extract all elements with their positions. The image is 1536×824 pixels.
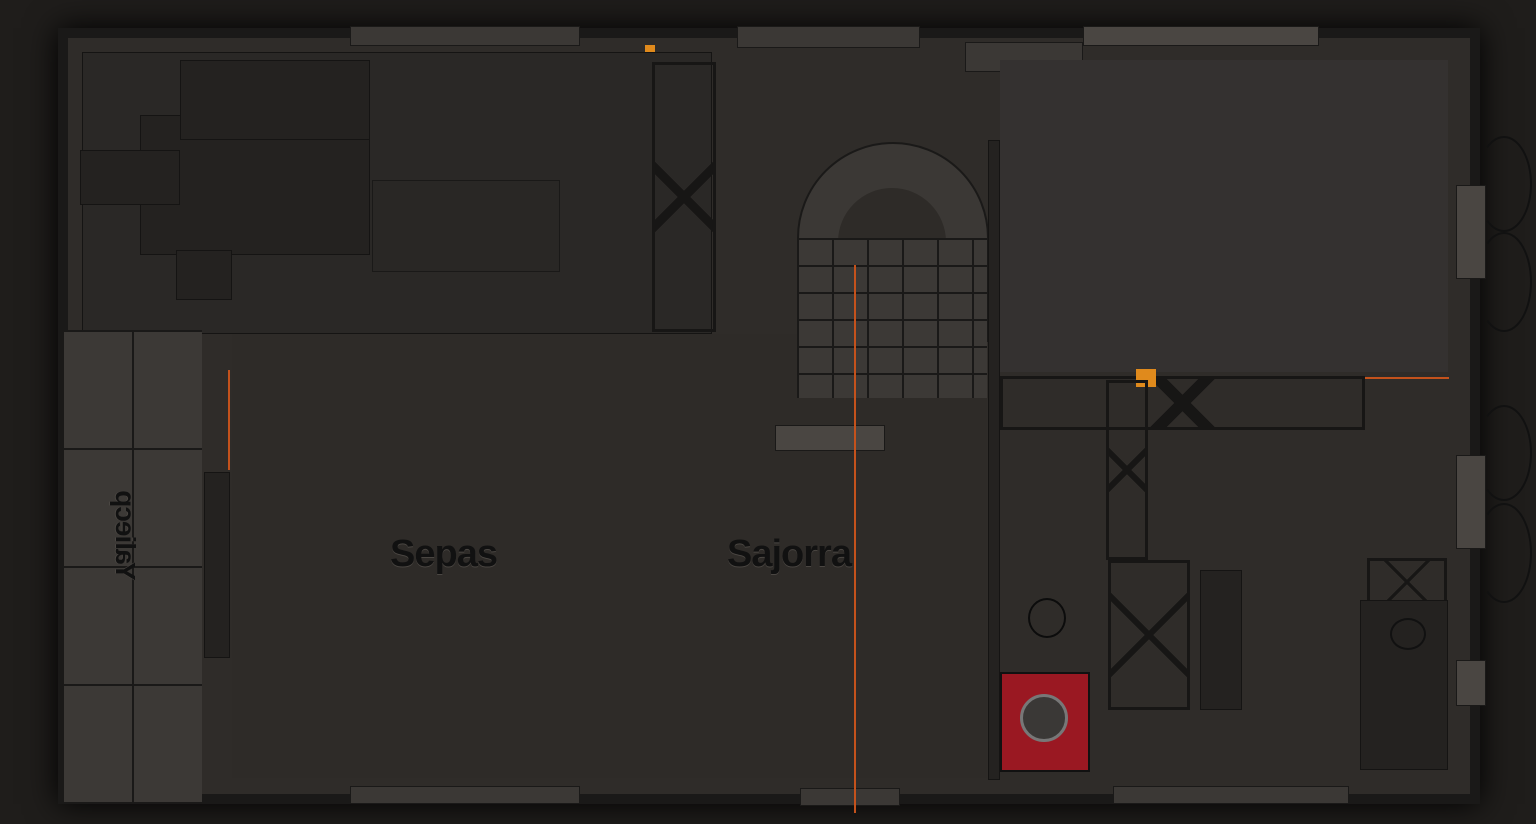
top-rail-segment — [1083, 26, 1319, 46]
wall-divider — [988, 140, 1000, 780]
top-rail-segment — [737, 26, 920, 48]
bottom-rail-segment — [800, 788, 900, 806]
machine-module — [176, 250, 232, 300]
vertical-truss — [1106, 380, 1148, 560]
arch-grid-block — [797, 238, 987, 398]
vertical-truss — [652, 62, 716, 332]
side-panel-label: Yaliecp — [109, 491, 141, 581]
side-panel — [62, 330, 202, 802]
cable-loop — [1476, 232, 1532, 332]
horizontal-truss — [1000, 376, 1365, 430]
top-rail-segment — [350, 26, 580, 46]
arch-base — [775, 425, 885, 451]
cable-loop — [1476, 136, 1532, 232]
cable-loop — [1476, 405, 1532, 501]
alarm-box-dial — [1020, 694, 1068, 742]
machine-module — [80, 150, 180, 205]
wire — [228, 370, 230, 470]
equipment-cabinet — [1108, 560, 1190, 710]
equipment-rack — [1200, 570, 1242, 710]
room-label-left: Sepas — [390, 533, 498, 575]
wire — [1365, 377, 1449, 379]
right-room — [1000, 60, 1448, 372]
equipment-cabinet — [1367, 558, 1447, 606]
cable-loop — [1476, 503, 1532, 603]
wall-connector — [1456, 660, 1486, 706]
machine-module — [180, 60, 370, 140]
room-label-center: Sajorra — [727, 533, 852, 575]
cable-loop — [1390, 618, 1426, 650]
alarm-box — [1000, 672, 1090, 772]
cable-loop — [1028, 598, 1066, 638]
wire — [854, 265, 856, 813]
orange-marker — [645, 45, 655, 55]
main-floor — [232, 334, 987, 778]
bottom-rail-segment — [350, 786, 580, 804]
wall-segment — [204, 472, 230, 658]
bottom-rail-segment — [1113, 786, 1349, 804]
engine-unit — [372, 180, 560, 272]
